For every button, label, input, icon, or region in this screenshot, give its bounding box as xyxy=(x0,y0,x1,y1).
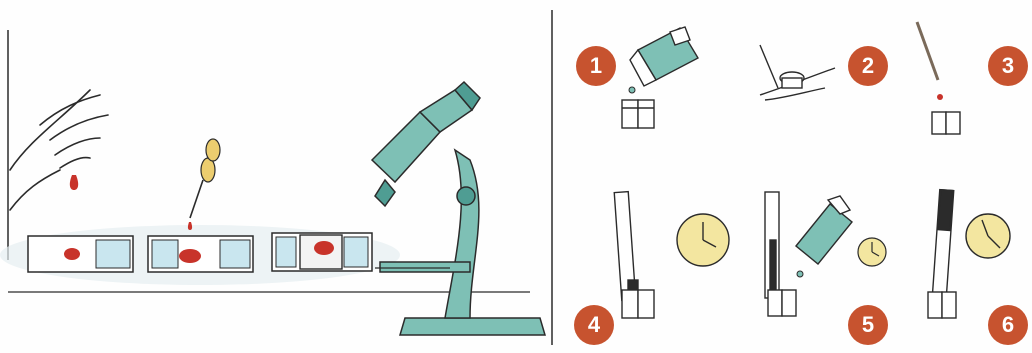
step-badge-6: 6 xyxy=(988,305,1028,345)
clock-icon xyxy=(677,214,729,266)
glass-slide-icon xyxy=(272,233,372,271)
scene-drawing xyxy=(0,0,560,353)
glass-slide-icon xyxy=(765,192,779,298)
drop-icon xyxy=(937,94,943,100)
microscope-icon xyxy=(372,82,545,335)
clock-icon xyxy=(966,214,1010,258)
bottle-icon xyxy=(796,196,852,264)
glass-slide-icon xyxy=(932,190,953,299)
staining-steps-panel: 1 2 3 4 5 6 xyxy=(560,0,1032,353)
bottle-icon xyxy=(630,27,698,86)
glass-slide-icon xyxy=(28,236,133,272)
hand-icon xyxy=(10,90,108,210)
step-badge-3: 3 xyxy=(988,46,1028,86)
blood-drop-finger xyxy=(70,175,78,190)
step-badge-1: 1 xyxy=(576,46,616,86)
staining-cup-icon xyxy=(768,290,796,316)
staining-cup-icon xyxy=(928,292,956,318)
glass-slide-icon xyxy=(614,192,638,302)
step-badge-5: 5 xyxy=(848,305,888,345)
pipette-icon xyxy=(188,139,220,230)
staining-cup-icon xyxy=(932,112,960,134)
clock-icon xyxy=(858,238,886,266)
drop-icon xyxy=(797,271,803,277)
glass-slide-icon xyxy=(148,236,253,272)
blood-smear-scene xyxy=(0,0,560,353)
step-badge-2: 2 xyxy=(848,46,888,86)
step-badge-4: 4 xyxy=(574,305,614,345)
staining-cup-icon xyxy=(622,290,654,318)
pipette-icon xyxy=(917,22,938,80)
steps-drawing xyxy=(560,0,1032,353)
staining-cup-icon xyxy=(622,100,654,128)
drop-icon xyxy=(629,87,635,93)
pipette-icon xyxy=(760,45,835,100)
